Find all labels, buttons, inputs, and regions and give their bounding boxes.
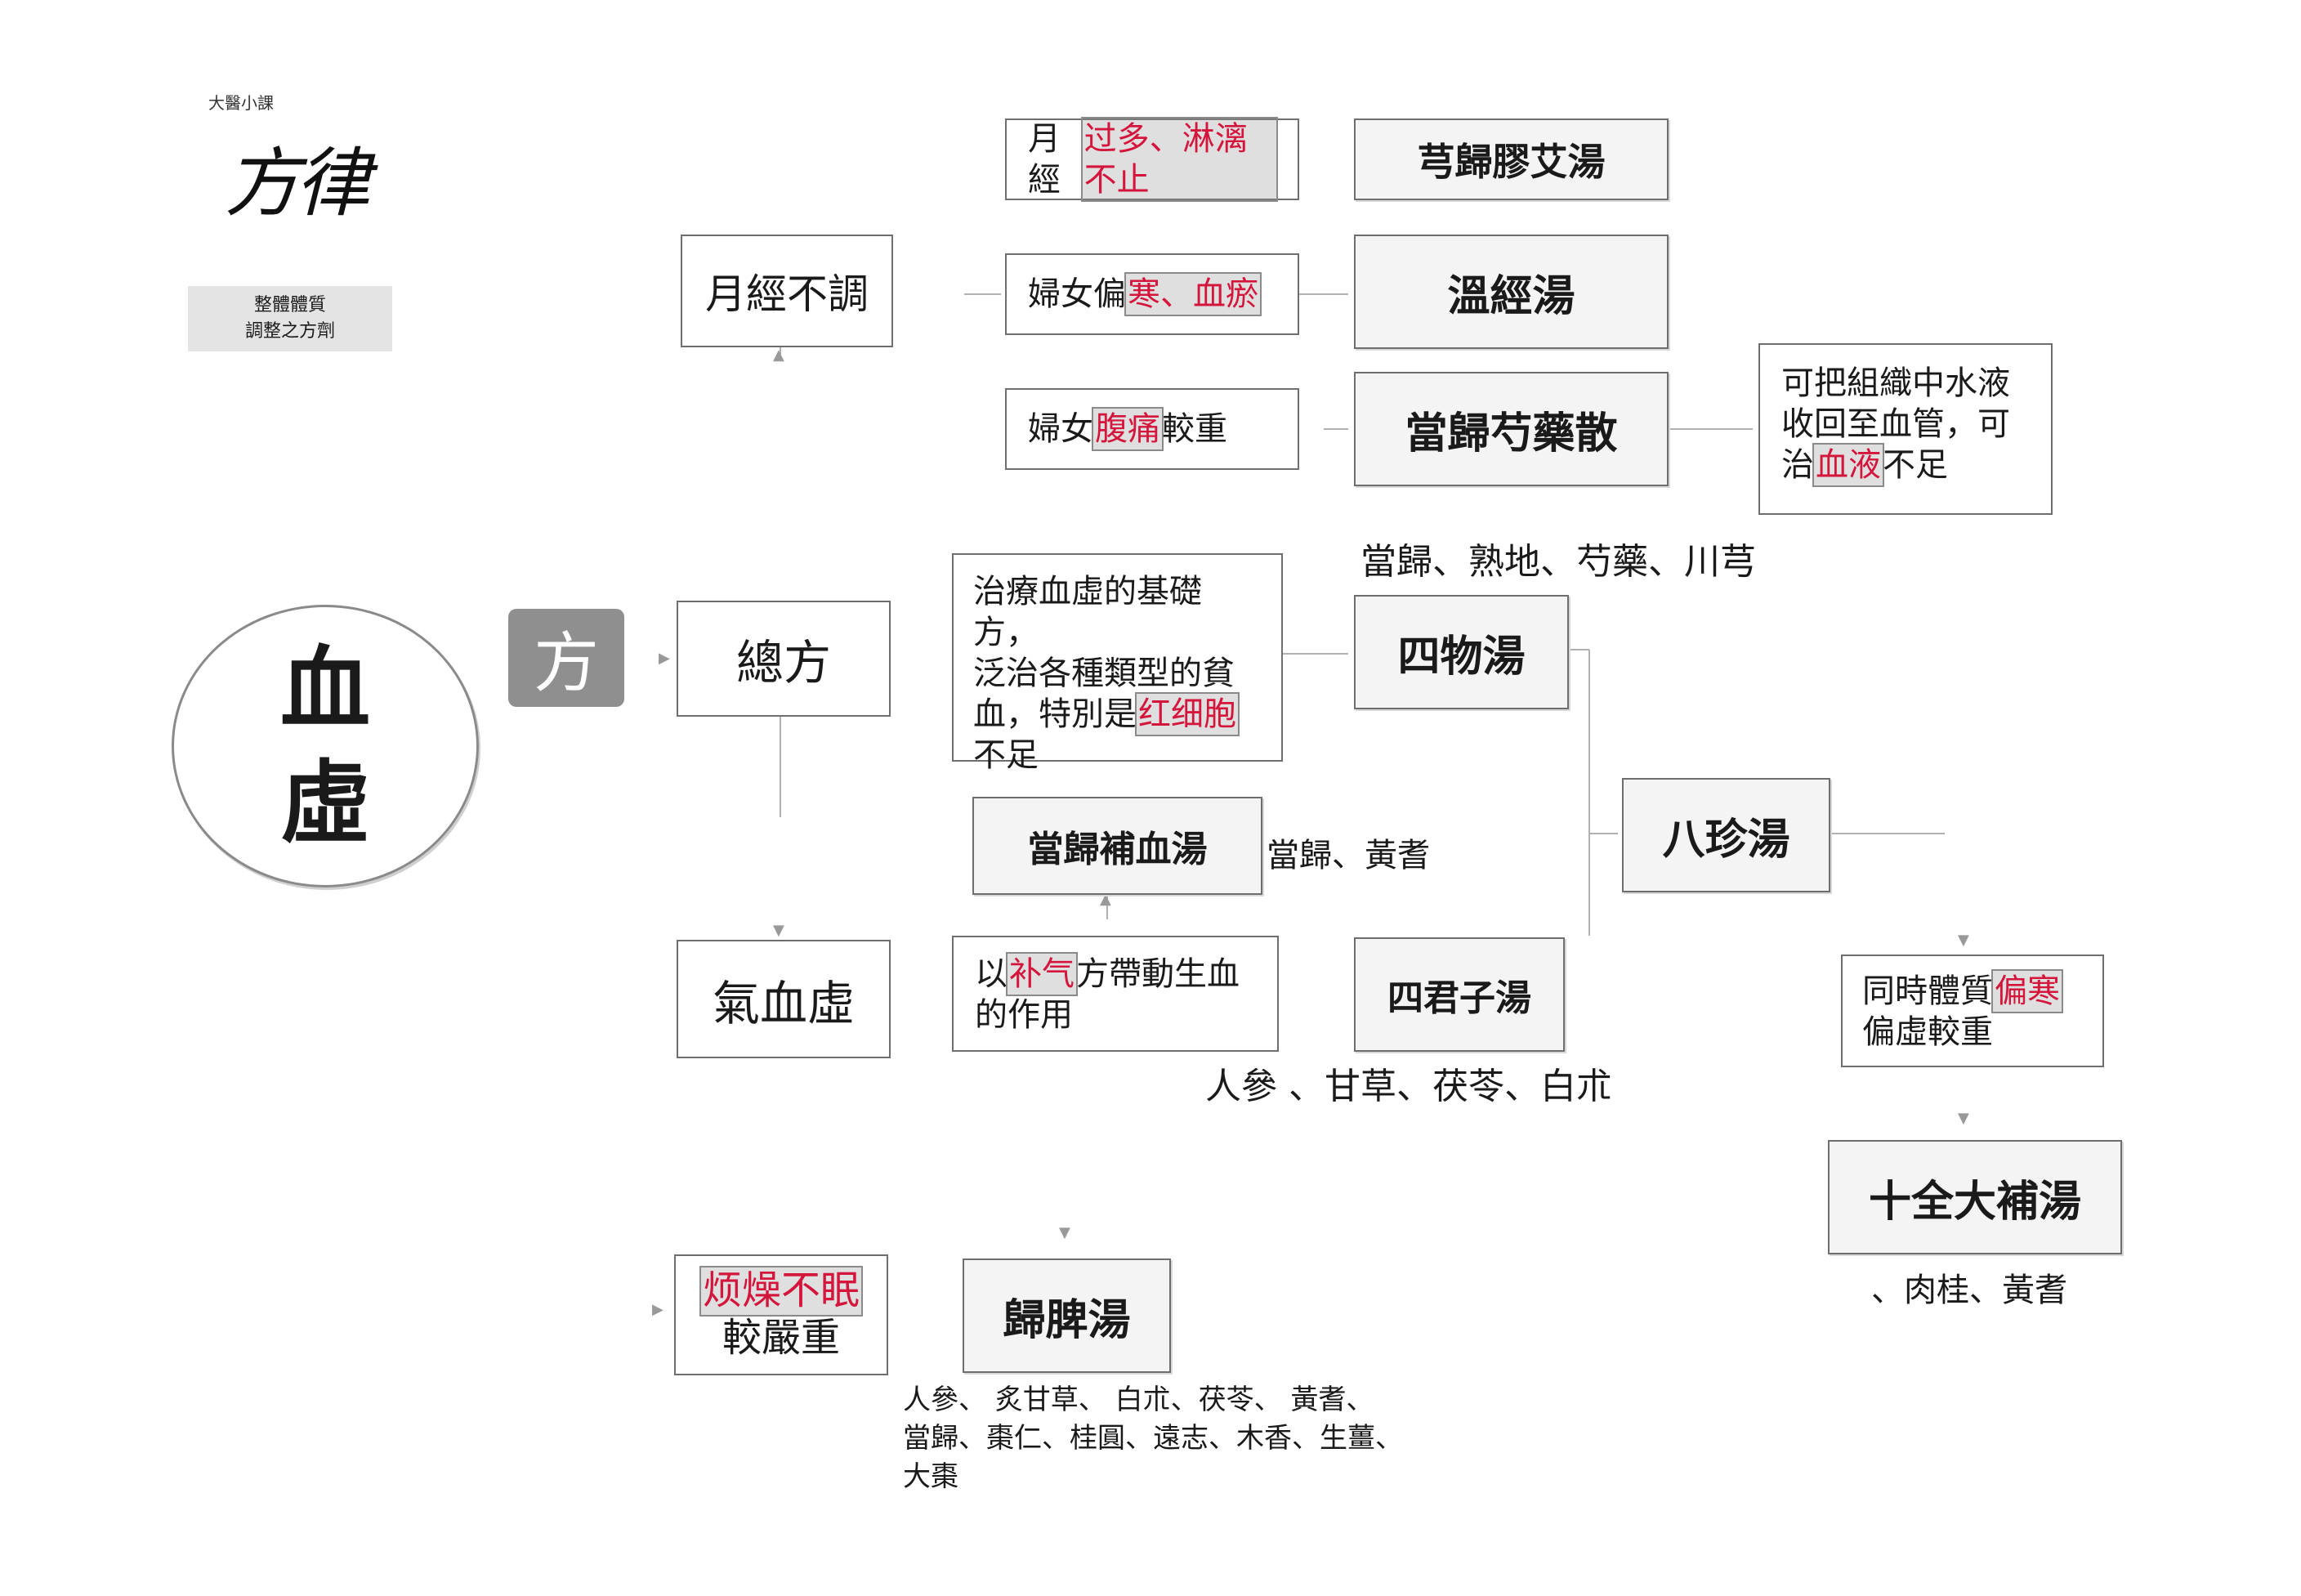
root-title-line2: 虛 (280, 750, 370, 856)
note-line: 可把組織中水液 (1781, 364, 2010, 402)
branch-menstrual-label: 月經不調 (705, 270, 869, 318)
arrow-down-icon: ▼ (773, 922, 784, 939)
note-text: 血，特別是 (973, 695, 1137, 733)
note-highlight: 红细胞 (1135, 692, 1240, 736)
logo-subtitle: 整體體質 調整之方劑 (188, 286, 392, 351)
arrow-right-icon: ▶ (659, 650, 670, 667)
qi-note: 以补气方帶動生血 的作用 (952, 936, 1279, 1052)
menstrual-note-3: 婦女腹痛較重 (1005, 388, 1299, 470)
note-text: 方帶動生血 (1076, 955, 1240, 993)
sijunzi-ingredients: 人參 、甘草、茯苓、白朮 (1205, 1066, 1612, 1107)
formula-tag: 方 (508, 609, 624, 707)
formula-gui-pi: 歸脾湯 (963, 1258, 1171, 1373)
branch-insomnia-rest: 較嚴重 (722, 1315, 840, 1361)
logo-subtitle-line2: 調整之方劑 (244, 321, 335, 342)
ingredient-line: 人參、 炙甘草、 白朮、茯苓、 黃耆、 (903, 1384, 1374, 1416)
arrow-right-icon: ▶ (652, 1301, 663, 1318)
siwu-ingredients: 當歸、熟地、芍藥、川芎 (1360, 541, 1756, 583)
branch-qi-blood: 氣血虛 (677, 940, 891, 1058)
logo-caption: 大醫小課 (208, 93, 274, 113)
note-line: 收回至血管，可 (1781, 405, 2010, 443)
ingredient-line: 大棗 (903, 1460, 958, 1493)
arrow-up-icon: ▲ (773, 346, 784, 364)
logo-script-title: 方律 (225, 140, 370, 227)
note-highlight: 血液 (1812, 443, 1884, 487)
formula-si-wu-label: 四物湯 (1397, 631, 1526, 682)
ingredient-line: 當歸、棗仁、桂圓、遠志、木香、生薑、 (903, 1422, 1403, 1455)
branch-insomnia-highlight: 烦燥不眠 (699, 1266, 864, 1317)
branch-general: 總方 (677, 601, 891, 717)
note-line: 同時體質偏寒 (1862, 969, 2063, 1013)
logo: 大醫小課 方律 整體體質 調整之方劑 (184, 90, 396, 360)
note-line: 血，特別是红细胞 (973, 692, 1240, 736)
arrow-down-icon: ▼ (1958, 1110, 1969, 1127)
root-node-circle: 血 虛 (172, 605, 479, 887)
guipi-ingredients: 人參、 炙甘草、 白朮、茯苓、 黃耆、 當歸、棗仁、桂圓、遠志、木香、生薑、 大… (903, 1381, 1403, 1496)
note-line: 不足 (973, 736, 1039, 774)
arrow-up-icon: ▲ (1100, 891, 1111, 908)
branch-general-label: 總方 (735, 635, 831, 691)
formula-si-jun-zi: 四君子湯 (1354, 937, 1565, 1052)
bu-xue-ingredients: 當歸、黃耆 (1267, 837, 1430, 874)
note-line: 的作用 (975, 996, 1073, 1034)
arrow-down-icon: ▼ (1958, 932, 1969, 949)
note-text: 不足 (1883, 446, 1948, 484)
note-highlight: 腹痛 (1092, 407, 1164, 451)
note-highlight: 补气 (1006, 952, 1078, 996)
branch-qi-blood-label: 氣血虛 (712, 975, 855, 1031)
formula-si-wu: 四物湯 (1354, 595, 1569, 709)
formula-gui-pi-label: 歸脾湯 (1003, 1294, 1131, 1345)
formula-dang-gui-bu-xue: 當歸補血湯 (972, 797, 1262, 895)
formula-si-jun-zi-label: 四君子湯 (1387, 977, 1531, 1019)
siwu-note: 治療血虛的基礎方， 泛治各種類型的貧 血，特別是红细胞 不足 (952, 553, 1283, 774)
shiquan-ingredients: 、肉桂、黃耆 (1871, 1272, 2067, 1309)
note-text: 以 (975, 955, 1008, 993)
formula-xiong-gui-label: 芎歸膠艾湯 (1417, 140, 1606, 184)
formula-ba-zhen: 八珍湯 (1622, 778, 1830, 892)
formula-wen-jing: 溫經湯 (1354, 235, 1669, 349)
logo-subtitle-line1: 整體體質 (253, 295, 326, 315)
menstrual-note-2: 婦女偏寒、血瘀 (1005, 253, 1299, 335)
note-text: 婦女 (1028, 410, 1093, 448)
bazhen-note: 同時體質偏寒 偏虛較重 (1841, 954, 2104, 1067)
note-text: 同時體質 (1862, 972, 1993, 1010)
formula-tag-label: 方 (534, 625, 599, 701)
formula-wen-jing-label: 溫經湯 (1447, 270, 1575, 321)
formula-shi-quan: 十全大補湯 (1828, 1140, 2122, 1254)
note-line: 偏虛較重 (1862, 1013, 1993, 1051)
arrow-down-icon: ▼ (1059, 1224, 1070, 1241)
note-line: 泛治各種類型的貧 (973, 655, 1235, 692)
dang-gui-shao-note: 可把組織中水液 收回至血管，可 治血液不足 (1758, 343, 2053, 515)
formula-dang-gui-shao: 當歸芍藥散 (1354, 372, 1669, 486)
note-highlight: 过多、淋漓不止 (1080, 117, 1279, 202)
note-line: 治血液不足 (1781, 443, 1948, 487)
formula-dang-gui-bu-xue-label: 當歸補血湯 (1027, 829, 1208, 870)
menstrual-note-1: 月經过多、淋漓不止 (1005, 117, 1299, 202)
note-highlight: 寒、血瘀 (1124, 272, 1262, 316)
root-title-line1: 血 (280, 636, 370, 741)
note-text: 治 (1781, 446, 1814, 484)
note-line: 治療血虛的基礎方， (973, 573, 1202, 651)
note-highlight: 偏寒 (1991, 969, 2063, 1013)
formula-ba-zhen-label: 八珍湯 (1662, 814, 1790, 865)
branch-insomnia: 烦燥不眠 較嚴重 (674, 1254, 888, 1375)
branch-menstrual: 月經不調 (681, 235, 893, 347)
note-text: 婦女偏 (1028, 275, 1126, 313)
formula-dang-gui-shao-label: 當歸芍藥散 (1405, 408, 1618, 458)
note-text: 較重 (1162, 410, 1227, 448)
formula-shi-quan-label: 十全大補湯 (1868, 1176, 2081, 1227)
note-text: 月經 (1028, 120, 1061, 199)
note-line: 以补气方帶動生血 (975, 952, 1240, 996)
formula-xiong-gui: 芎歸膠艾湯 (1354, 118, 1669, 200)
